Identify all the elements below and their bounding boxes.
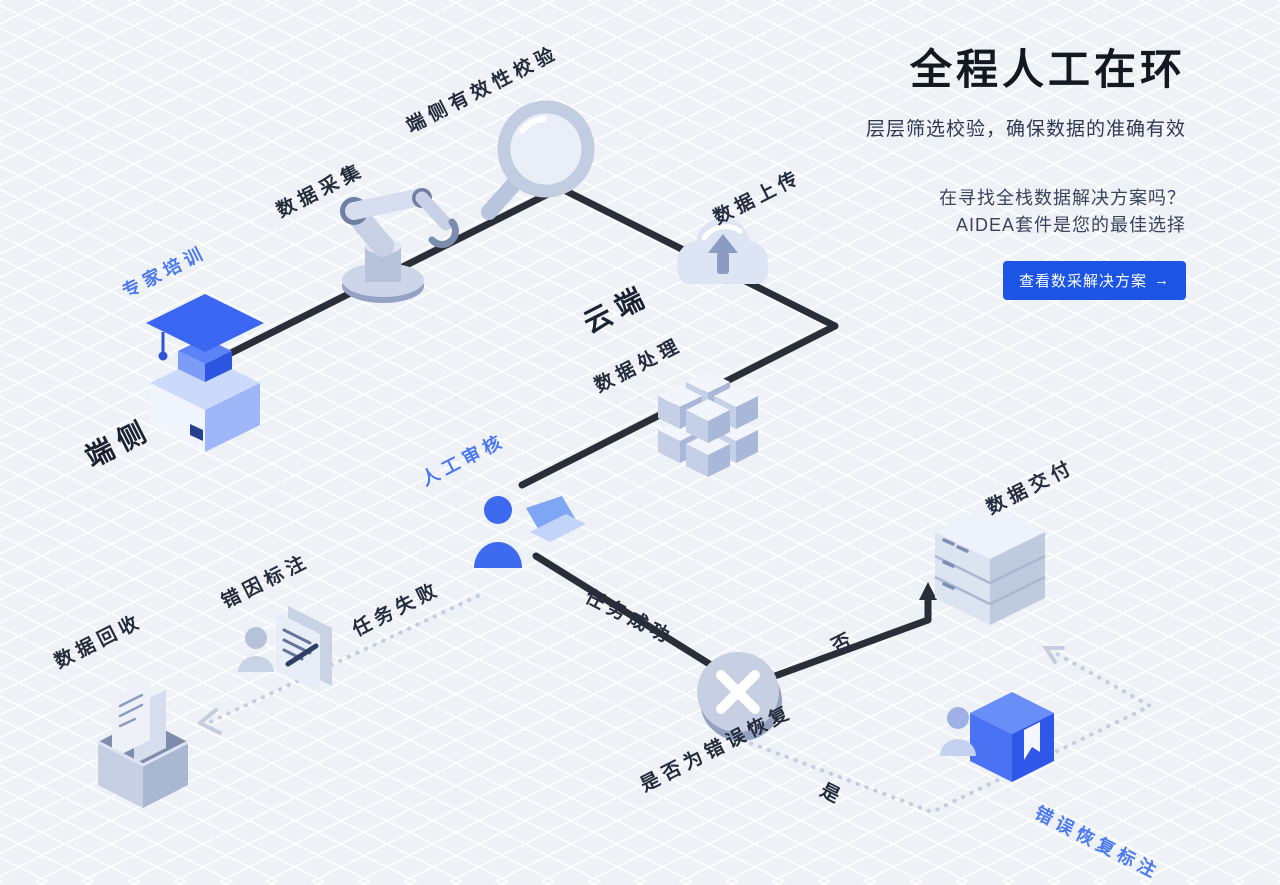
- x-coin-icon: [697, 652, 782, 741]
- cta-label: 查看数采解决方案: [1018, 273, 1147, 290]
- arrow-right-icon: →: [1154, 272, 1170, 289]
- arrow-chevron-icon: [1042, 646, 1065, 664]
- info-panel: 全程人工在环 层层筛选校验，确保数据的准确有效 在寻找全栈数据解决方案吗？ AI…: [866, 36, 1186, 300]
- cloud-upload-icon: [677, 218, 768, 284]
- server-icon: [934, 505, 1046, 625]
- person-laptop-icon: [474, 496, 586, 568]
- panel-description: 在寻找全栈数据解决方案吗？ AIDEA套件是您的最佳选择: [939, 185, 1186, 239]
- dotted-recovery-path: [740, 646, 1155, 815]
- page-title: 全程人工在环: [909, 46, 1186, 93]
- cube-cluster-icon: [658, 371, 758, 477]
- cta-button[interactable]: 查看数采解决方案 →: [1002, 261, 1186, 300]
- arrow-up-icon: [919, 582, 937, 600]
- panel-description-line1: 在寻找全栈数据解决方案吗？: [939, 188, 1186, 208]
- graduation-podium-icon: [146, 294, 264, 452]
- document-person-icon: [238, 606, 332, 692]
- main-flow-line: [221, 184, 932, 692]
- magnifier-icon: [481, 100, 595, 220]
- robot-arm-icon: [340, 188, 459, 303]
- dotted-failure-path: [198, 594, 480, 735]
- panel-description-line2: AIDEA套件是您的最佳选择: [955, 215, 1186, 235]
- page-subtitle: 层层筛选校验，确保数据的准确有效: [865, 119, 1186, 140]
- recycle-box-icon: [97, 679, 189, 808]
- person-book-icon: [940, 692, 1054, 782]
- arrow-chevron-icon: [198, 708, 222, 735]
